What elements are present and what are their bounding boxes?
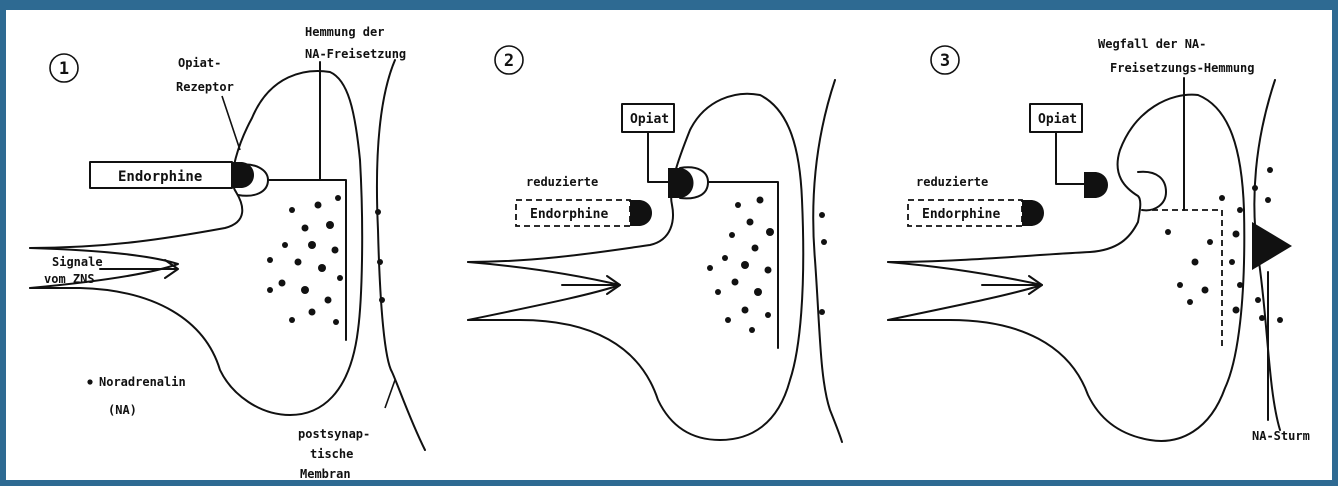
panel-3-opioid-receptor <box>1138 172 1166 211</box>
panel-1-endorphine-label: Endorphine <box>118 169 202 185</box>
panel-3-na-storm-arrowhead <box>1252 222 1292 270</box>
panel-1-noradrenaline-dots <box>267 195 385 325</box>
panel-3-removed-inhibition-line <box>1152 210 1222 350</box>
panel-1-postsynaptic-membrane <box>377 60 425 450</box>
panel-3-storm-label: NA-Sturm <box>1252 429 1310 443</box>
panel-1-receptor-label-2: Rezeptor <box>176 80 234 94</box>
panel-1-signal-arrow <box>100 260 178 278</box>
panel-1: 1 Endorphine Noradrenalin <box>30 25 425 481</box>
panel-2-postsynaptic-membrane <box>813 80 842 442</box>
panel-3-endorphine-label: Endorphine <box>922 207 1000 222</box>
panel-2-number: 2 <box>504 51 514 71</box>
panel-1-receptor-pointer <box>222 96 240 150</box>
panel-2-endorphine-label: Endorphine <box>530 207 608 222</box>
panel-1-number: 1 <box>59 59 69 79</box>
panel-3-reduced-label: reduzierte <box>916 175 988 189</box>
panel-2-opiat-connector <box>648 132 668 182</box>
panel-1-membrane-label-3: Membran <box>300 467 351 481</box>
panel-2-noradrenaline-dots <box>707 197 827 334</box>
panel-1-endorphine-head <box>232 162 254 188</box>
panel-3-axon <box>888 262 1042 320</box>
panel-1-signal-label-1: Signale <box>52 255 103 269</box>
panel-3-removal-label-2: Freisetzungs-Hemmung <box>1110 61 1255 75</box>
panel-1-receptor-label-1: Opiat- <box>178 56 221 70</box>
panel-1-legend-abbrev: (NA) <box>108 403 137 417</box>
panel-1-membrane-label-1: postsynap- <box>298 427 370 441</box>
panel-2-reduced-label: reduzierte <box>526 175 598 189</box>
panel-3: 3 Opiat reduzierte Endorphine Wegfall de… <box>888 37 1310 443</box>
panel-2-opiat-label: Opiat <box>630 112 669 127</box>
panel-2-endorphine-head <box>630 200 652 226</box>
panel-1-signal-label-2: vom ZNS <box>44 272 95 286</box>
panel-2: 2 Opiat reduzierte Endorphine <box>468 46 842 442</box>
panel-3-number: 3 <box>940 51 950 71</box>
panel-1-inhibition-label-2: NA-Freisetzung <box>305 47 406 61</box>
panel-1-legend-label: Noradrenalin <box>99 375 186 389</box>
panel-1-membrane-label-2: tische <box>310 447 353 461</box>
panel-2-opiat-head <box>668 168 694 198</box>
panel-3-opiat-head <box>1084 172 1108 198</box>
panel-1-inhibition-label-1: Hemmung der <box>305 25 384 39</box>
panel-3-opiat-label: Opiat <box>1038 112 1077 127</box>
panel-1-membrane-pointer <box>385 380 395 408</box>
panel-3-opiat-connector <box>1056 132 1084 184</box>
panel-1-inhibition-line <box>268 62 346 340</box>
panel-1-legend-dot <box>87 379 92 384</box>
panel-3-endorphine-head <box>1022 200 1044 226</box>
panel-2-axon <box>468 262 620 320</box>
panel-3-removal-label-1: Wegfall der NA- <box>1098 37 1206 51</box>
